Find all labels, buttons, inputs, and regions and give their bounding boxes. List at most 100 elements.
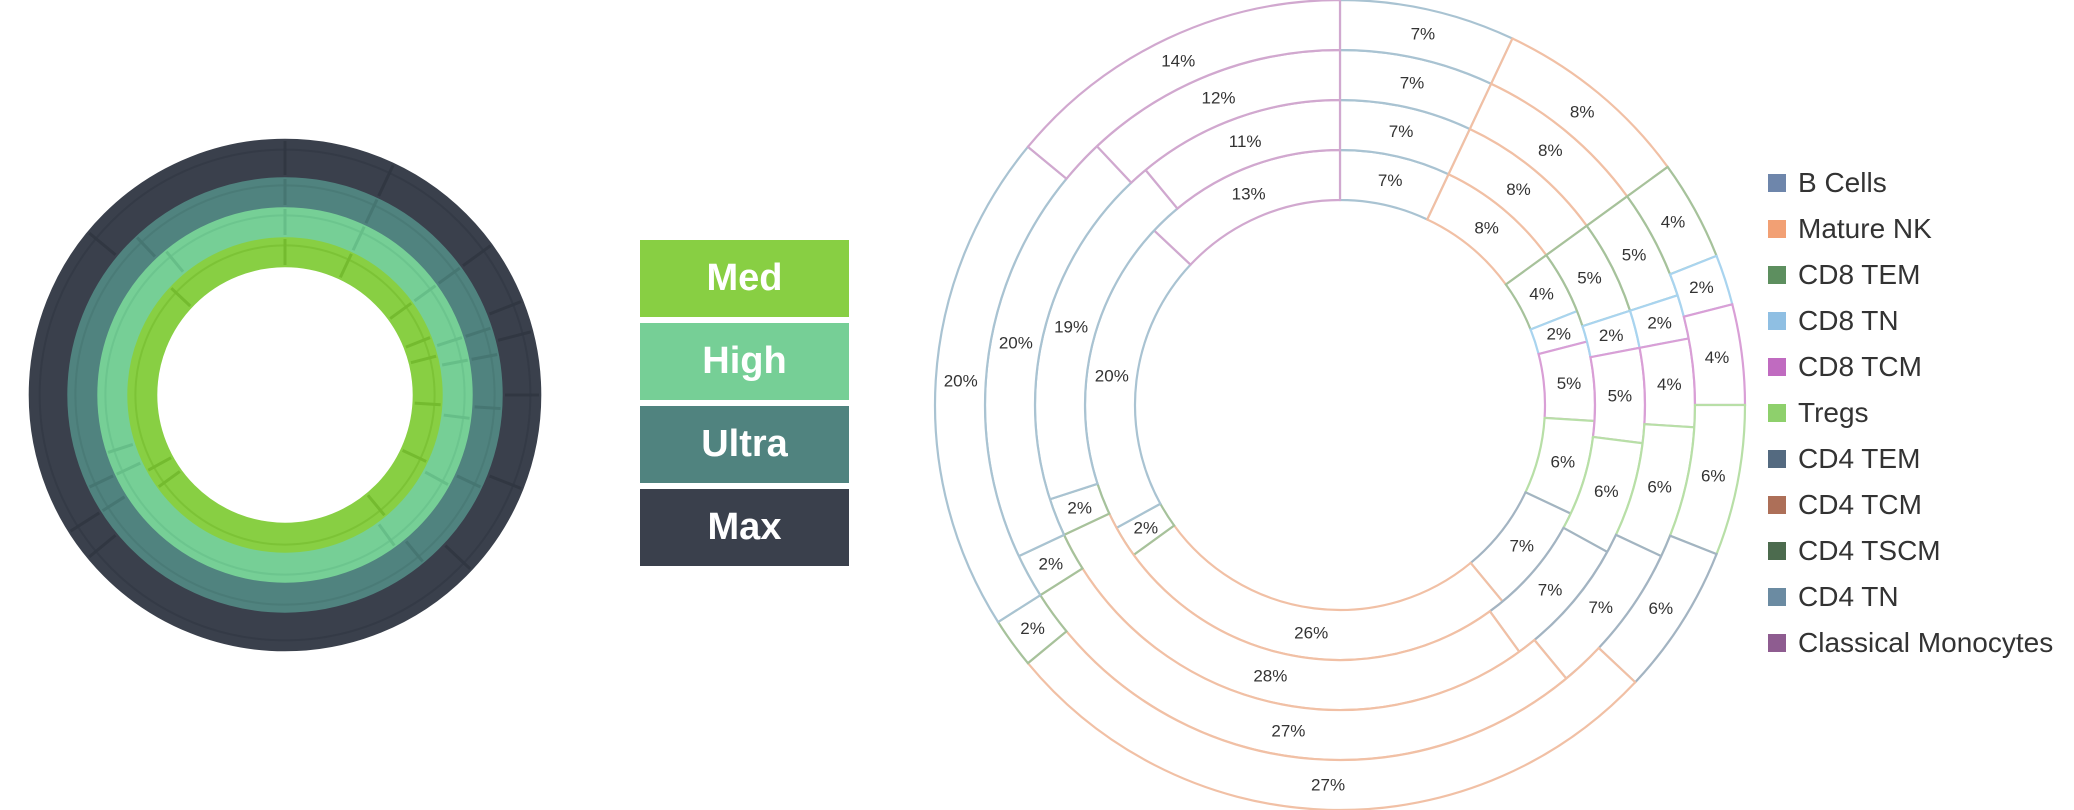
level-label-max: Max [707, 506, 782, 548]
level-ring-divider [165, 250, 185, 273]
data-label-high-cd4-tem: 7% [1538, 581, 1563, 600]
level-ring-divider [474, 405, 501, 411]
segment-max-classical-monocytes[interactable] [1026, 0, 1342, 181]
legend-item-cd4-tn[interactable]: CD4 TN [1768, 574, 2053, 620]
data-label-high-b-cells: 7% [1389, 122, 1414, 141]
data-label-max-cd4-tcm: 27% [1311, 775, 1345, 794]
legend-label: CD8 TCM [1798, 351, 1922, 382]
data-label-ultra-b-cells: 7% [1400, 73, 1425, 92]
legend-label: B Cells [1798, 167, 1887, 198]
data-label-ultra-cd4-tn: 20% [999, 334, 1033, 353]
level-ring-divider [88, 231, 117, 256]
data-label-high-cd8-tn: 2% [1599, 326, 1624, 345]
data-label-ultra-cd4-tscm: 2% [1039, 554, 1064, 573]
legend-item-tregs[interactable]: Tregs [1768, 390, 2053, 436]
level-ring-divider [444, 544, 472, 570]
level-label-med: Med [706, 257, 783, 299]
level-ring-divider [136, 236, 157, 258]
data-label-med-cd4-tem: 7% [1509, 536, 1534, 555]
cell-distribution-donut-chart: 7%8%4%2%5%6%7%26%2%20%13%7%8%5%2%5%6%7%2… [933, 0, 1747, 810]
legend-item-b-cells[interactable]: B Cells [1768, 160, 2053, 206]
legend-item-cd8-tn[interactable]: CD8 TN [1768, 298, 2053, 344]
level-box-med: Med [640, 240, 849, 317]
level-box-max: Max [640, 489, 849, 566]
level-ring-divider [462, 244, 492, 267]
legend-label: CD4 TSCM [1798, 535, 1941, 566]
legend-swatch [1768, 588, 1786, 606]
legend-label: Classical Monocytes [1798, 627, 2054, 658]
level-ring-divider [471, 353, 498, 361]
level-ring-divider [377, 164, 395, 197]
data-label-max-cd4-tn: 20% [944, 372, 978, 391]
legend-label: Tregs [1798, 397, 1869, 428]
level-ring-band [104, 214, 466, 576]
level-ring-divider [436, 336, 463, 347]
level-box-high: High [640, 323, 849, 400]
data-label-max-b-cells: 7% [1411, 25, 1436, 44]
legend-item-mature-nk[interactable]: Mature NK [1768, 206, 2053, 252]
level-ring-divider [351, 226, 366, 251]
level-ring-band [74, 184, 496, 606]
data-label-high-cd4-tn: 19% [1054, 317, 1088, 336]
level-ring-divider [69, 511, 101, 533]
data-label-high-mature-nk: 8% [1506, 180, 1531, 199]
legend-label: CD4 TN [1798, 581, 1899, 612]
legend-swatch [1768, 404, 1786, 422]
legend-label: CD8 TN [1798, 305, 1899, 336]
level-label-high: High [702, 340, 787, 382]
data-label-ultra-cd8-tem: 5% [1622, 246, 1647, 265]
level-ring-divider [101, 495, 126, 513]
data-label-med-cd4-tn: 20% [1095, 367, 1129, 386]
data-label-max-tregs: 6% [1701, 467, 1726, 486]
data-label-ultra-classical-monocytes: 12% [1202, 89, 1236, 108]
data-label-max-cd8-tcm: 4% [1705, 348, 1730, 367]
level-ring-divider [157, 470, 181, 488]
data-label-med-b-cells: 7% [1378, 171, 1403, 190]
data-label-max-cd8-tem: 4% [1661, 212, 1686, 231]
level-ring-divider [366, 494, 386, 517]
legend-item-cd8-tem[interactable]: CD8 TEM [1768, 252, 2053, 298]
level-rings-graphic [28, 138, 542, 652]
data-label-ultra-cd8-tcm: 4% [1657, 375, 1682, 394]
level-ring-divider [170, 287, 192, 308]
data-label-high-cd4-tscm: 2% [1067, 499, 1092, 518]
data-label-high-cd4-tcm: 28% [1253, 667, 1287, 686]
legend-swatch [1768, 634, 1786, 652]
data-label-med-cd4-tcm: 26% [1294, 624, 1328, 643]
data-label-ultra-cd4-tem: 7% [1588, 598, 1613, 617]
data-label-max-mature-nk: 8% [1570, 103, 1595, 122]
level-label-ultra: Ultra [701, 423, 788, 465]
legend-item-cd4-tscm[interactable]: CD4 TSCM [1768, 528, 2053, 574]
data-label-med-cd4-tscm: 2% [1134, 519, 1159, 538]
data-label-med-cd8-tn: 2% [1546, 324, 1571, 343]
level-box-ultra: Ultra [640, 406, 849, 483]
legend-item-cd8-tcm[interactable]: CD8 TCM [1768, 344, 2053, 390]
data-label-ultra-tregs: 6% [1647, 478, 1672, 497]
data-label-ultra-mature-nk: 8% [1538, 141, 1563, 160]
level-ring-divider [401, 448, 427, 463]
data-label-ultra-cd4-tcm: 27% [1271, 721, 1305, 740]
data-label-high-tregs: 6% [1594, 482, 1619, 501]
legend-item-cd4-tem[interactable]: CD4 TEM [1768, 436, 2053, 482]
level-ring-divider [424, 470, 449, 486]
level-ring-divider [443, 413, 470, 420]
level-ring-band [38, 148, 532, 642]
level-ring-divider [497, 330, 532, 342]
legend-label: Mature NK [1798, 213, 1932, 244]
level-ring-divider [414, 401, 441, 407]
data-label-high-classical-monocytes: 11% [1229, 132, 1262, 151]
level-ring-divider [364, 198, 379, 224]
legend-item-cd4-tcm[interactable]: CD4 TCM [1768, 482, 2053, 528]
legend-label: CD4 TEM [1798, 443, 1921, 474]
level-ring-divider [116, 461, 141, 476]
legend-swatch [1768, 450, 1786, 468]
data-label-max-cd8-tn: 2% [1689, 278, 1714, 297]
data-label-high-cd8-tcm: 5% [1608, 387, 1633, 406]
level-ring-divider [389, 302, 413, 320]
data-label-med-tregs: 6% [1550, 453, 1575, 472]
data-label-high-cd8-tem: 5% [1577, 268, 1602, 287]
level-ring-divider [338, 253, 353, 279]
legend-item-classical-monocytes[interactable]: Classical Monocytes [1768, 620, 2053, 666]
level-ring-divider [147, 456, 172, 472]
legend-swatch [1768, 358, 1786, 376]
